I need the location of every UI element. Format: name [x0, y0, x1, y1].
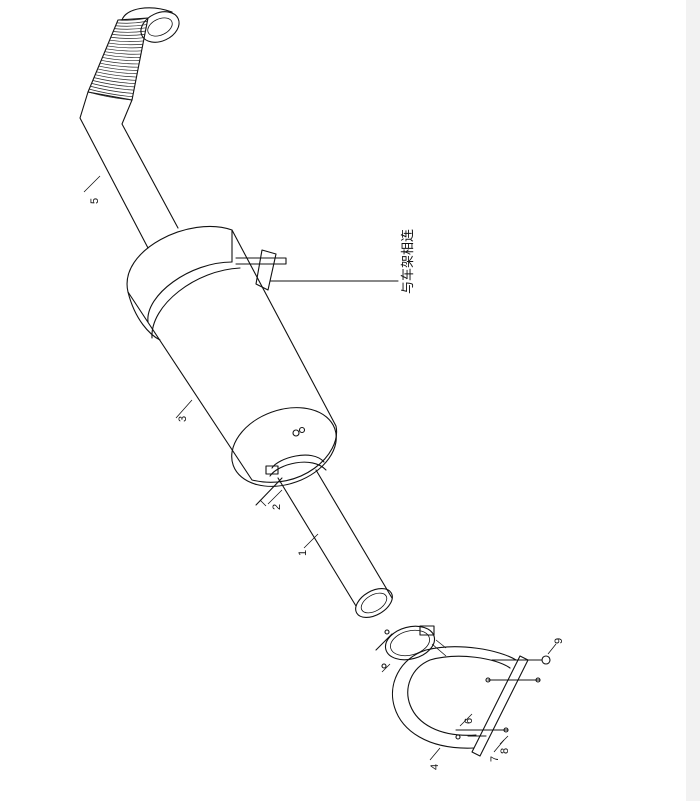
flex-pipe-rib	[96, 71, 137, 78]
flex-pipe	[87, 7, 180, 101]
callout-3: 3	[177, 416, 189, 422]
frame-bracket	[235, 249, 399, 291]
bent-pipe-part-5	[79, 91, 179, 249]
lower-bracket-part-4	[392, 643, 557, 761]
flex-pipe-rib	[91, 83, 134, 91]
flex-pipe-rib	[115, 24, 147, 27]
frame-connection-note: 与车架相连	[400, 229, 416, 294]
callout-8: 8	[499, 748, 511, 754]
callout-7: 7	[489, 756, 501, 762]
flex-pipe-rib	[98, 65, 138, 71]
flex-pipe-rib	[92, 80, 135, 88]
muffler-body-part-3	[126, 225, 338, 487]
flex-pipe-rib	[107, 45, 143, 49]
flex-pipe-rib	[89, 88, 133, 98]
flex-pipe-rib	[102, 57, 140, 62]
flex-pipe-rib	[114, 27, 147, 30]
flex-pipe-rib	[109, 39, 144, 42]
flex-pipe-rib	[105, 48, 142, 52]
flex-pipe-rib	[110, 36, 145, 39]
flex-pipe-rib	[95, 74, 136, 81]
flex-pipe-rib	[90, 85, 134, 94]
callout-4: 4	[429, 764, 441, 770]
loose-band-clamp	[375, 625, 447, 673]
callout-6: 6	[463, 718, 475, 724]
flex-pipe-rib	[111, 34, 145, 36]
flex-pipe-rib	[117, 17, 149, 21]
callout-5: 5	[89, 198, 101, 204]
flex-pipe-rib	[108, 42, 143, 46]
tailpipe-part-1	[277, 469, 393, 618]
flex-pipe-rib	[87, 91, 133, 101]
page-edge-strip	[686, 0, 700, 801]
callout-9: 9	[553, 638, 565, 644]
flex-pipe-rib	[113, 30, 146, 33]
flex-pipe-rib	[97, 68, 138, 75]
flex-pipe-rib	[99, 62, 139, 68]
callout-1: 1	[297, 550, 309, 556]
callout-2: 2	[271, 504, 283, 510]
flex-pipe-rib	[93, 77, 136, 84]
flex-pipe-rib	[116, 20, 148, 24]
flex-pipe-rib	[101, 59, 140, 65]
flex-pipe-rib	[104, 51, 141, 55]
flex-pipe-rib	[103, 54, 141, 58]
outlet-clamp-part-2	[255, 426, 327, 507]
